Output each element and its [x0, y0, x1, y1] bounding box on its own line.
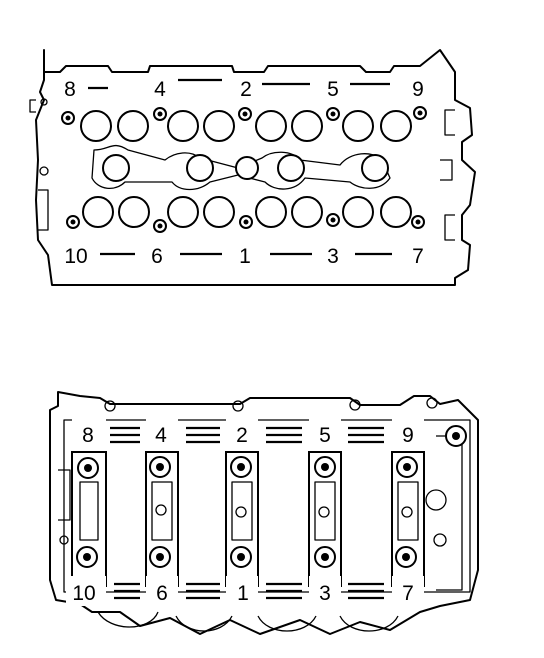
bottom-view-bolt-label-5: 5 [319, 424, 331, 447]
bottom-view-bolt-label-10: 10 [72, 582, 95, 605]
top-view-bolt-label-8: 8 [64, 78, 76, 101]
bottom-view-bolt-label-6: 6 [156, 582, 168, 605]
bottom-view-bolt-label-2: 2 [236, 424, 248, 447]
bottom-view-bolt-label-1: 1 [237, 582, 249, 605]
bottom-view-bolt-label-7: 7 [402, 582, 414, 605]
top-view-bolt-label-10: 10 [64, 245, 87, 268]
bottom-view-bolt-label-3: 3 [319, 582, 331, 605]
bottom-view-sequence-dashes [110, 426, 384, 600]
bottom-view-bolt-label-8: 8 [82, 424, 94, 447]
top-view-bolt-holes [61, 106, 427, 233]
top-view-bolt-label-2: 2 [240, 78, 252, 101]
top-view-bolt-label-3: 3 [327, 245, 339, 268]
top-view-bolt-label-4: 4 [154, 78, 166, 101]
top-view-bolt-label-7: 7 [412, 245, 424, 268]
bottom-view-bolt-heads [76, 425, 467, 568]
top-view-cylinder-head: 8 4 2 5 9 10 6 1 3 7 [29, 49, 476, 286]
top-view-bolt-label-5: 5 [327, 78, 339, 101]
bottom-view-cylinder-head: 8 4 2 5 9 10 6 1 3 7 [49, 391, 479, 635]
bottom-view-bolt-label-9: 9 [402, 424, 414, 447]
top-view-bolt-label-1: 1 [239, 245, 251, 268]
top-view-bolt-label-9: 9 [412, 78, 424, 101]
bottom-view-bolt-label-4: 4 [155, 424, 167, 447]
top-view-bolt-label-6: 6 [151, 245, 163, 268]
